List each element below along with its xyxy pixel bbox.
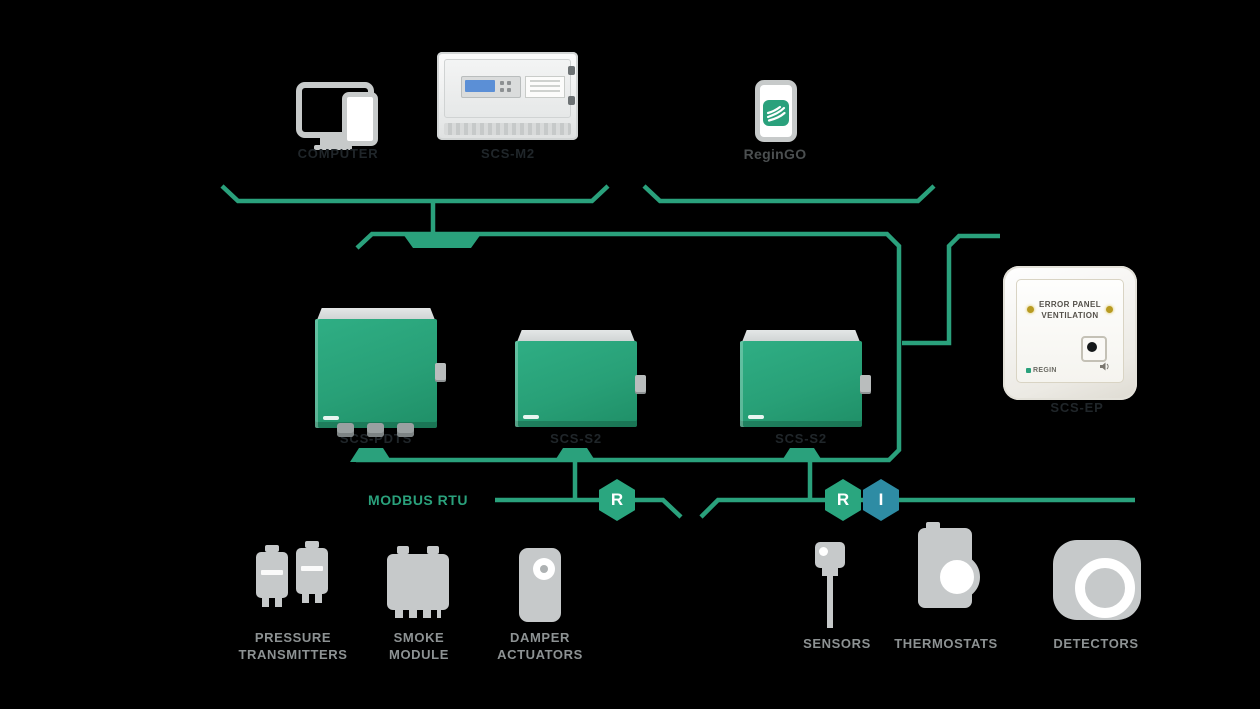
regin-logo-mark [323,416,339,420]
transmitter-box [296,541,328,594]
led-indicator [1027,306,1034,313]
unit-lid [517,330,635,342]
controller-scs-pdts [315,308,446,437]
unit-lid [742,330,860,342]
cabinet-button [500,88,504,92]
cabinet-face [444,59,571,118]
unit-body [515,341,637,427]
thermostat-tab [926,522,940,530]
sensor-head [815,542,845,568]
regin-logo-mark [523,415,539,419]
monitor-stand [320,138,346,145]
transmitter-leg [275,598,282,607]
detectors-label: DETECTORS [1053,636,1139,651]
cabinet-button [507,81,511,85]
modbus-rtu-line-right [699,497,1135,519]
cable-gland [337,423,354,437]
error-panel-branch [902,233,1000,346]
cabinet-vent [444,123,571,135]
tablet-icon [342,92,378,146]
controller-scs-s2-1 [515,330,646,427]
cabinet-button [500,81,504,85]
monitor-base [314,145,352,150]
led-indicator [1106,306,1113,313]
transmitter-leg [262,598,269,607]
controller-label-2: SCS-S2 [550,431,602,446]
error-panel-text: ERROR PANEL VENTILATION [1038,300,1102,320]
mobile-app-label: ReginGO [743,146,807,162]
controller-label-1: SCS-PDTS [339,431,413,446]
sensor-pole [827,576,833,628]
error-panel-label: SCS-EP [1050,400,1104,415]
unit-connector [635,374,646,392]
top-bus-bracket-left [220,184,610,204]
cable-gland [397,423,414,437]
computer-label: COMPUTER [297,146,379,161]
module-terminals [395,610,441,618]
speaker-icon [1099,361,1111,375]
top-bus-bracket-right [642,184,936,204]
cabinet-label: SCS-M2 [481,146,535,161]
cabinet-display [461,76,521,98]
transmitter-box [256,545,288,598]
unit-connector [860,374,871,392]
cabinet-hinge [568,96,575,105]
bus-connector-tag-top [403,234,481,248]
actuator-dial [533,558,555,580]
smoke-module-box [387,546,449,618]
actuator-body [519,548,561,622]
sensor-dot [819,547,828,556]
sensor-collar [822,568,838,576]
cabinet-hinge [568,66,575,75]
transmitter-leg [302,594,309,603]
cabinet-lcd [465,80,495,92]
bus-connector-tag-2 [554,448,596,462]
module-nub [397,546,409,554]
sensors-label: SENSORS [803,636,871,651]
controller-label-3: SCS-S2 [775,431,827,446]
bus-connector-tag-1 [350,448,392,462]
damper-actuators-label: DAMPER ACTUATORS [497,630,583,662]
cable-gland [367,423,384,437]
unit-body [315,319,437,428]
controller-scs-s2-2 [740,330,871,427]
unit-body [740,341,862,427]
module-nub [427,546,439,554]
error-panel-face: ERROR PANEL VENTILATION REGIN [1016,279,1124,383]
thermostat-body [918,522,980,608]
control-cabinet-image [437,52,578,140]
error-panel-button[interactable] [1081,336,1107,362]
detector-body [1053,540,1141,620]
bus-connector-tag-3 [781,448,823,462]
pressure-transmitters-label: PRESSURE TRANSMITTERS [238,630,348,662]
regin-app-icon [763,100,789,126]
error-panel-image: ERROR PANEL VENTILATION REGIN [1003,266,1137,400]
phone-icon [755,80,797,142]
unit-lid [317,308,435,320]
cabinet-label-card [525,76,565,98]
controller-bus-loop [355,231,902,463]
modbus-rtu-label: MODBUS RTU [368,492,468,508]
smoke-module-label: SMOKE MODULE [389,630,449,662]
regin-logo-mark [748,415,764,419]
thermostat-dial [934,554,980,600]
unit-connector [435,363,446,381]
transmitter-leg [315,594,322,603]
thermostats-label: THERMOSTATS [894,636,998,651]
regin-brand-text: REGIN [1026,367,1057,374]
detector-ring [1075,558,1135,618]
cabinet-button [507,88,511,92]
modbus-rtu-line-left [495,497,683,519]
